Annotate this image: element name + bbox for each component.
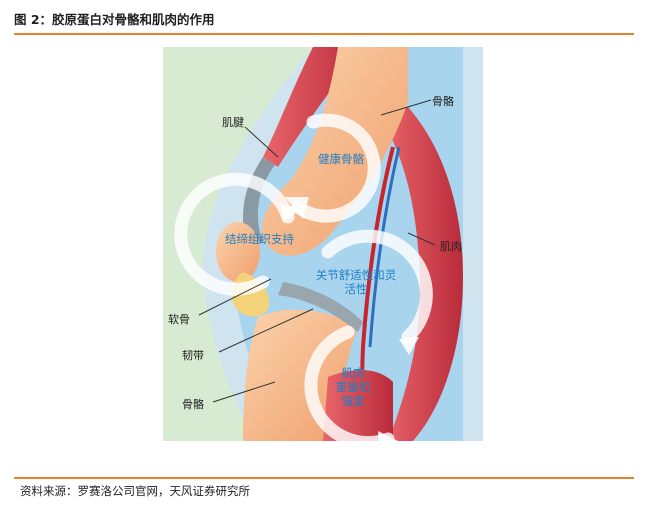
label-tendon: 肌腱 [222,116,244,129]
arrow-cycle-connective [174,172,295,296]
benefit-joint-flexibility: 关节舒适性和灵 活性 [306,268,406,296]
source-note: 资料来源：罗赛洛公司官网，天风证券研究所 [20,484,250,498]
figure-title: 图 2：胶原蛋白对骨骼和肌肉的作用 [14,12,215,27]
benefit-healthy-bone: 健康骨骼 [318,152,364,166]
arrowhead-muscle [378,431,398,441]
knee-anatomy-svg [163,47,483,441]
benefit-joint-line2: 活性 [344,282,368,296]
label-bone-top: 骨骼 [432,95,454,108]
ligament [278,282,363,332]
leader-ligament [218,308,314,353]
arrowhead-joint [399,337,419,355]
benefit-muscle-strength: 肌肉 重量和 强度 [333,366,373,408]
benefit-connective-tissue: 结缔组织支持 [225,232,294,246]
arrowhead-connective [281,205,303,223]
arrow-cycle-joint [321,229,433,344]
leader-bone-bottom [212,381,276,403]
leader-cartilage [198,278,272,316]
leader-muscle [407,232,436,246]
label-ligament: 韧带 [182,349,204,362]
top-divider [14,33,634,35]
arrow-cycle-bone [291,113,381,223]
leader-bone-top [380,99,432,116]
label-cartilage: 软骨 [168,313,190,326]
lower-muscle [323,370,393,441]
benefit-muscle-line1: 肌肉 [341,366,365,380]
bottom-divider [14,477,634,479]
leader-tendon [244,126,279,158]
benefit-muscle-line2: 重量和 [335,380,371,394]
patella [216,222,260,282]
arrow-cycle-muscle [304,325,395,441]
benefit-muscle-line3: 强度 [341,394,365,408]
label-muscle: 肌肉 [440,240,462,253]
knee-anatomy-illustration: 健康骨骼 结缔组织支持 关节舒适性和灵 活性 肌肉 重量和 强度 [163,47,483,441]
benefit-joint-line1: 关节舒适性和灵 [315,268,397,282]
label-bone-bottom: 骨骼 [182,398,204,411]
